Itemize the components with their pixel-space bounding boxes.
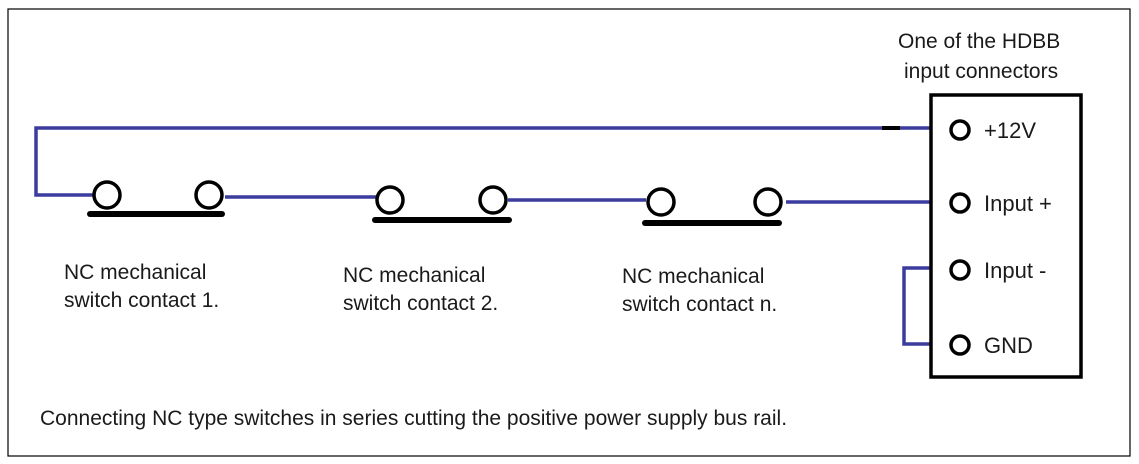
pin-plus12v-icon [949, 119, 971, 141]
switch-contact-n [642, 187, 783, 226]
pin-plus12v-label: +12V [984, 118, 1036, 143]
pin-input-minus-icon [949, 259, 971, 281]
switch-n-contact-bar [642, 220, 782, 226]
pin-gnd-icon [949, 334, 971, 356]
pin-input-plus-label: Input + [984, 191, 1052, 216]
pin-gnd-label: GND [984, 333, 1033, 358]
switch-contact-2 [372, 185, 512, 223]
switch-n-left-terminal [646, 187, 676, 217]
switch-n-right-terminal [753, 187, 783, 217]
switch-1-left-terminal [92, 180, 122, 210]
switch-2-right-terminal [478, 185, 508, 215]
pin-input-plus-icon [949, 192, 971, 214]
switch-contact-1 [87, 180, 225, 217]
switch-1-contact-bar [87, 211, 225, 217]
switch-n-label-line1: NC mechanical [622, 265, 764, 288]
hdbb-input-connector: One of the HDBB input connectors +12V In… [898, 30, 1083, 379]
switch-2-left-terminal [375, 185, 405, 215]
switch-1-right-terminal [194, 180, 224, 210]
diagram-caption: Connecting NC type switches in series cu… [40, 407, 787, 430]
switch-n-label-line2: switch contact n. [622, 293, 777, 316]
switch-1-label-line2: switch contact 1. [64, 289, 219, 312]
connector-title-line2: input connectors [904, 60, 1058, 83]
switch-2-label-line2: switch contact 2. [343, 292, 498, 315]
connector-title-line1: One of the HDBB [898, 30, 1060, 53]
connector-body [929, 93, 1083, 379]
input-minus-gnd-jumper [902, 266, 935, 346]
pin-input-minus-label: Input - [984, 258, 1046, 283]
switch-2-contact-bar [372, 217, 512, 223]
switch-2-label-line1: NC mechanical [343, 264, 485, 287]
positive-bus-wire [34, 126, 935, 197]
switch-1-label-line1: NC mechanical [64, 261, 206, 284]
